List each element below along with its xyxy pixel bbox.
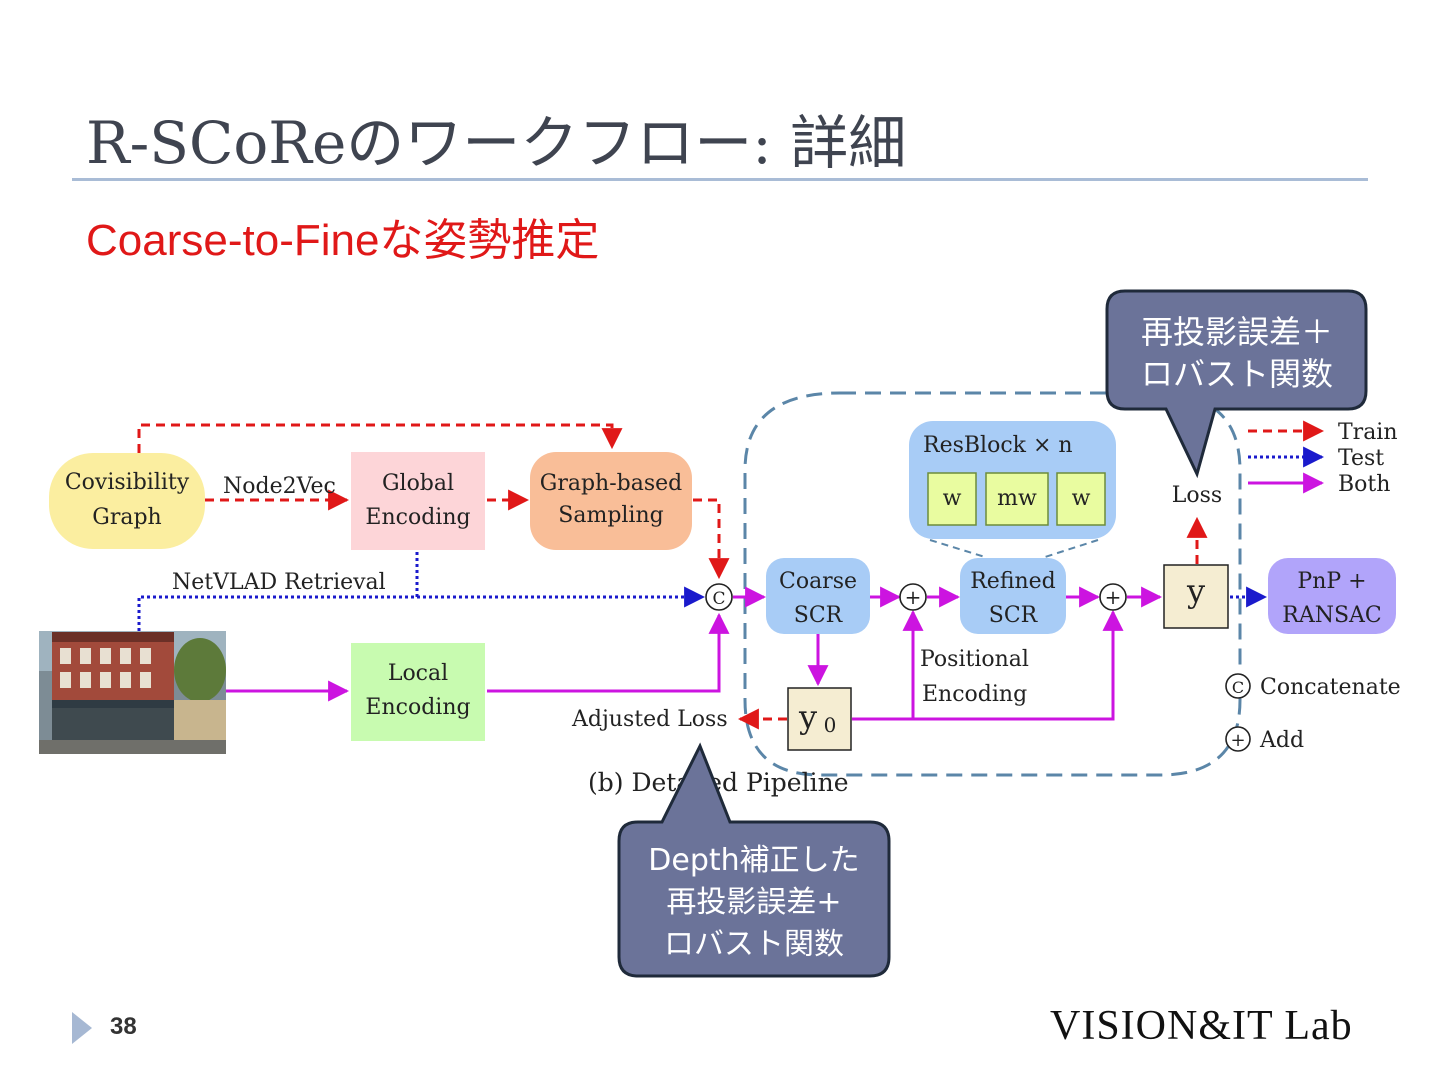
legend: Train Test Both C Concatenate + Add: [1225, 420, 1401, 753]
label-node2vec: Node2Vec: [223, 474, 336, 499]
node-graph-based-sampling: Graph-based Sampling: [530, 452, 692, 550]
svg-text:再投影誤差+: 再投影誤差+: [666, 885, 841, 920]
refinement-region-outline: [743, 391, 1242, 777]
svg-text:0: 0: [824, 713, 837, 737]
svg-text:RANSAC: RANSAC: [1282, 603, 1382, 628]
test-edges: [137, 552, 1268, 631]
input-photo: [39, 631, 226, 754]
svg-text:再投影誤差＋: 再投影誤差＋: [1141, 313, 1333, 351]
label-netvlad-retrieval: NetVLAD Retrieval: [172, 570, 386, 595]
svg-text:ロバスト関数: ロバスト関数: [664, 927, 844, 962]
page-number: 38: [110, 1013, 137, 1040]
svg-text:Train: Train: [1338, 420, 1398, 445]
svg-text:+: +: [1105, 585, 1122, 609]
lab-logo: VISION&IT Lab: [1050, 1003, 1353, 1049]
svg-text:ResBlock × n: ResBlock × n: [923, 433, 1073, 458]
svg-text:Sampling: Sampling: [558, 503, 663, 528]
title-divider: [72, 178, 1368, 181]
callout-top: 再投影誤差＋ ロバスト関数: [1105, 289, 1368, 479]
node-refined-scr: Refined SCR: [960, 558, 1066, 634]
label-adjusted-loss: Adjusted Loss: [571, 707, 728, 732]
svg-text:Add: Add: [1259, 728, 1304, 753]
svg-text:Depth補正した: Depth補正した: [648, 843, 859, 878]
node-pnp-ransac: PnP + RANSAC: [1268, 558, 1396, 634]
label-loss: Loss: [1172, 483, 1222, 508]
svg-text:mw: mw: [997, 486, 1037, 511]
node-y: y: [1163, 564, 1229, 629]
slide-title: R-SCoReのワークフロー: 詳細: [86, 109, 907, 177]
svg-text:SCR: SCR: [989, 603, 1039, 628]
node-y0: y 0: [787, 687, 852, 751]
svg-text:Refined: Refined: [970, 569, 1056, 594]
svg-text:Graph: Graph: [92, 505, 161, 530]
concat-operator: C: [705, 583, 733, 611]
svg-text:Test: Test: [1338, 446, 1384, 471]
label-positional-encoding-2: Encoding: [922, 682, 1027, 707]
svg-text:w: w: [943, 486, 962, 511]
page-indicator-arrow: [72, 1012, 92, 1044]
svg-text:ロバスト関数: ロバスト関数: [1141, 355, 1333, 393]
svg-text:Concatenate: Concatenate: [1260, 675, 1401, 700]
node-coarse-scr: Coarse SCR: [766, 558, 870, 634]
svg-text:Both: Both: [1338, 472, 1390, 497]
svg-text:+: +: [1230, 730, 1245, 751]
add-operator-1: +: [899, 583, 927, 611]
svg-text:Encoding: Encoding: [365, 695, 470, 720]
label-positional-encoding-1: Positional: [920, 647, 1029, 672]
callout-bottom: Depth補正した 再投影誤差+ ロバスト関数: [617, 742, 891, 978]
svg-text:C: C: [712, 589, 725, 609]
node-covisibility-graph: Covisibility Graph: [49, 453, 205, 549]
svg-text:Local: Local: [388, 661, 448, 686]
svg-text:y: y: [798, 698, 817, 736]
svg-text:PnP +: PnP +: [1297, 569, 1366, 594]
svg-text:SCR: SCR: [794, 603, 844, 628]
svg-text:C: C: [1232, 678, 1244, 697]
slide-subtitle: Coarse-to-Fineな姿勢推定: [86, 216, 600, 265]
both-edges: [226, 586, 1163, 721]
svg-text:Encoding: Encoding: [365, 505, 470, 530]
node-global-encoding: Global Encoding: [351, 452, 485, 550]
add-operator-2: +: [1099, 583, 1127, 611]
resblock-expansion: ResBlock × n w mw w: [909, 421, 1116, 558]
svg-text:Graph-based: Graph-based: [540, 471, 682, 496]
svg-text:Coarse: Coarse: [779, 569, 857, 594]
train-edges: [137, 423, 1208, 730]
svg-text:w: w: [1072, 486, 1091, 511]
svg-text:y: y: [1186, 572, 1205, 610]
svg-text:Covisibility: Covisibility: [65, 470, 190, 495]
svg-text:+: +: [905, 585, 922, 609]
node-local-encoding: Local Encoding: [351, 643, 485, 741]
svg-text:Global: Global: [382, 471, 454, 496]
